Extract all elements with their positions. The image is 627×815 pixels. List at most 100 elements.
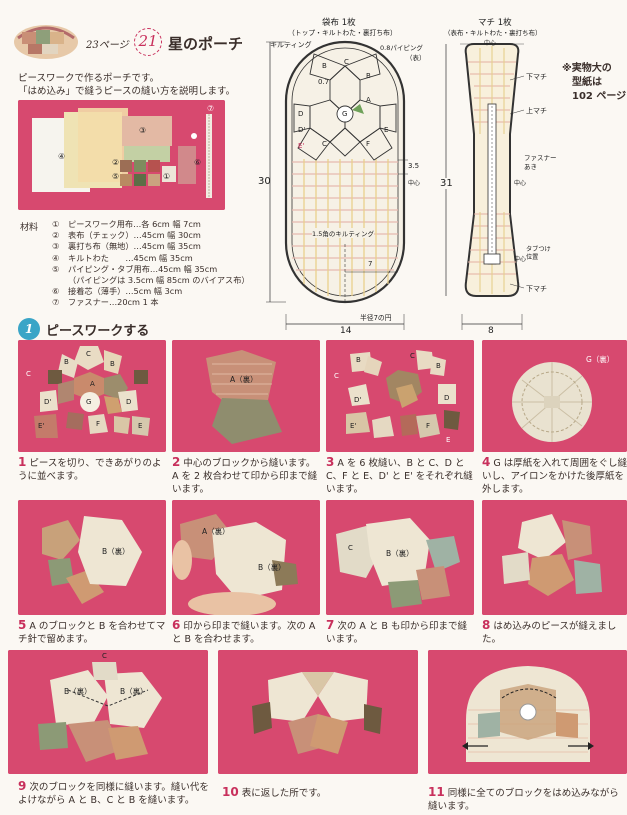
s3-e: E [446,436,451,444]
bag-piece-b1: B [322,62,327,70]
s3-b1: B [356,356,361,364]
bag-piece-d2: D' [298,126,306,134]
s1-f: F [96,420,101,428]
materials-heading: 材料 [20,223,39,233]
s7-c: C [348,544,353,552]
s1-d2: D' [44,398,52,406]
s7-b-back: B（裏） [386,549,414,558]
s1-b1: B [64,358,69,366]
step-10-photo [218,650,418,774]
s1-g: G [86,398,92,406]
step-9-photo: C B（裏） B（裏） [8,650,208,774]
gusset-width-dim: 8 [488,326,494,336]
bag-piece-e2: E' [298,142,305,150]
note-line-3: 102 ページ [572,91,627,102]
bag-piece-a: A [366,96,371,104]
bag-piece-b2: B [366,72,371,80]
step-1-photo: B B C C A D' G D E' F E [18,340,166,452]
s1-e: E [138,422,143,430]
gusset-label-zipper: ファスナーあき [524,154,557,171]
s6-b-back: B（裏） [258,563,286,572]
step-3-photo: B C C B D D' F E' E [326,340,474,452]
intro-line-2: 「はめ込み」で縫うピースの縫い方を説明します。 [18,86,236,97]
s5-b-back: B（裏） [102,547,130,556]
note-line-2: 型紙は [572,77,602,88]
bag-piece-f: F [366,140,371,148]
s3-c1: C [334,372,339,380]
intro-line-1: ピースワークで作るポーチです。 [18,73,160,84]
s1-e2: E' [38,422,45,430]
s3-c2: C [410,352,415,360]
step-4-photo: G（裏） [482,340,627,452]
bag-piece-e: E [384,126,389,134]
note-line-1: ※実物大の [562,63,612,74]
material-item: （パイピングは 3.5cm 幅 85cm のバイアス布） [68,275,250,286]
s4-g-back: G（裏） [586,355,615,364]
bag-width-dim: 14 [340,326,352,336]
bag-piece-g: G [342,110,348,118]
s2-a-back: A（裏） [230,375,258,384]
step-11-photo [428,650,627,774]
gusset-pattern-diagram: マチ 1枚 （表布・キルトわた・裏打ち布） 中心 31 8 下マチ 上マチ ファ… [440,14,560,336]
bag-mark-7: 7 [368,260,373,268]
gusset-title: マチ 1枚 [478,18,512,28]
s1-d: D [126,398,132,406]
bag-title: 袋布 1枚 [322,18,356,28]
page-reference: 23ページ [86,40,129,51]
bag-pattern-diagram: 袋布 1枚 （トップ・キルトわた・裏打ち布） キルティング 0.8パイピング （… [256,14,436,336]
step-7-photo: C B（裏） [326,500,474,615]
s1-a: A [90,380,95,388]
bag-center-07: 0.7 [318,78,330,86]
step-5-photo: B（裏） [18,500,166,615]
material-label-7: ⑦ [207,104,215,113]
bag-quilting-label: キルティング [270,41,312,49]
bag-piping-label: 0.8パイピング [380,44,423,52]
step-6-photo: A（裏） B（裏） [172,500,320,615]
material-label-5: ⑤ [112,172,120,181]
material-label-3: ③ [139,126,147,135]
bag-height-dim: 30 [258,176,271,187]
s9-c: C [102,652,107,660]
gusset-subtitle: （表布・キルトわた・裏打ち布） [444,29,542,37]
s1-c1: C [86,350,91,358]
s3-d2: D' [354,396,362,404]
s3-e2: E' [350,422,357,430]
gusset-label-center-2: 中心 [514,256,527,263]
gusset-center-top: 中心 [484,40,497,47]
gusset-label-lower-top: 下マチ [526,73,547,81]
s1-c2: C [26,370,31,378]
pattern-note: ※実物大の 型紙は 102 ページ [562,62,626,104]
gusset-label-center: 中心 [514,180,527,187]
s3-b2: B [436,362,441,370]
section-title: ピースワークする [46,324,150,339]
material-label-1: ① [163,172,171,181]
s1-b2: B [110,360,115,368]
s3-d: D [444,394,450,402]
material-label-4: ④ [58,152,66,161]
bag-piece-c1: C [344,58,349,66]
s9-b-back-1: B（裏） [64,687,92,696]
material-label-6: ⑥ [194,158,202,167]
bag-piping-label-2: （表） [406,54,426,62]
bag-piece-d1: D [298,110,304,118]
project-number: 21 [134,28,162,56]
material-label-2: ② [112,158,120,167]
step-2-photo: A（裏） [172,340,320,452]
gusset-label-tab: タブつけ位置 [526,246,551,261]
